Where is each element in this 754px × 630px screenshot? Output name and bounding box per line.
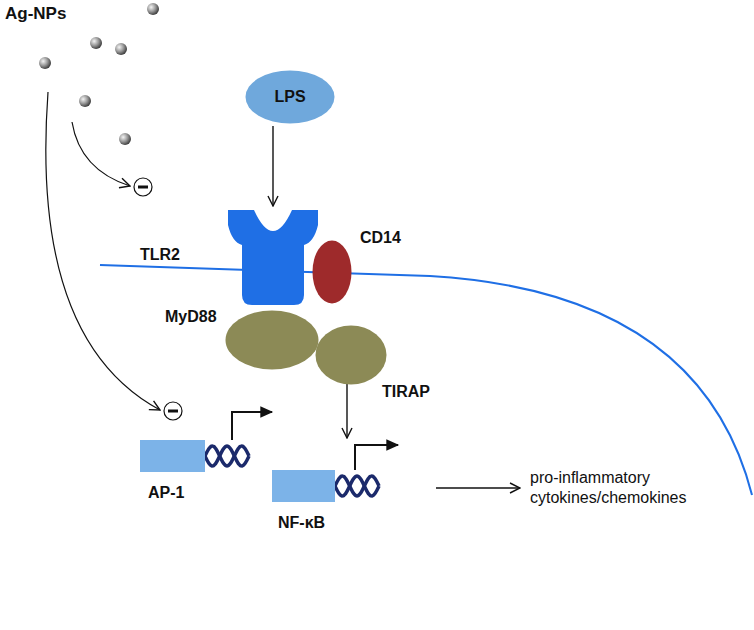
coreceptor-ellipse: CD14 bbox=[312, 240, 352, 304]
node-label: MyD88 bbox=[165, 308, 217, 326]
node-label: LPS bbox=[274, 88, 305, 106]
output-arrow bbox=[436, 487, 520, 488]
node-label: NF-κB bbox=[278, 514, 325, 532]
inhibition-symbol bbox=[134, 178, 152, 196]
transcription-factor-box: NF-κB bbox=[272, 470, 335, 502]
dna-strand bbox=[335, 476, 379, 496]
node-outline bbox=[272, 470, 335, 502]
ligand-ellipse: LPS bbox=[245, 70, 335, 124]
node-outline bbox=[315, 325, 387, 385]
node-outline bbox=[228, 210, 318, 305]
node-outline bbox=[225, 310, 319, 370]
node-label: CD14 bbox=[360, 229, 401, 247]
receptor-shape: TLR2 bbox=[228, 210, 318, 305]
node-label: TLR2 bbox=[140, 246, 180, 264]
dna-strand bbox=[205, 446, 249, 466]
adaptor-ellipse: TIRAP bbox=[315, 325, 387, 385]
node-outline bbox=[140, 440, 205, 472]
transcription-arrow bbox=[232, 412, 272, 440]
cell-membrane bbox=[100, 265, 752, 495]
outcome-label: pro-inflammatory cytokines/chemokines bbox=[530, 468, 708, 508]
silver-nanoparticles bbox=[39, 3, 159, 145]
inhibition-arrow bbox=[72, 122, 130, 186]
dna-strand bbox=[205, 446, 249, 466]
activation-arrow bbox=[272, 126, 273, 206]
transcription-arrow bbox=[355, 445, 398, 470]
inhibition-symbol bbox=[164, 402, 182, 420]
dna-strand bbox=[335, 476, 379, 496]
node-label: AP-1 bbox=[148, 484, 184, 502]
transcription-factor-box: AP-1 bbox=[140, 440, 205, 472]
adaptor-ellipse: MyD88 bbox=[225, 310, 319, 370]
node-label: TIRAP bbox=[382, 383, 430, 401]
agent-label: Ag-NPs bbox=[5, 4, 66, 24]
signal-arrow bbox=[346, 378, 347, 438]
node-outline bbox=[312, 240, 352, 304]
